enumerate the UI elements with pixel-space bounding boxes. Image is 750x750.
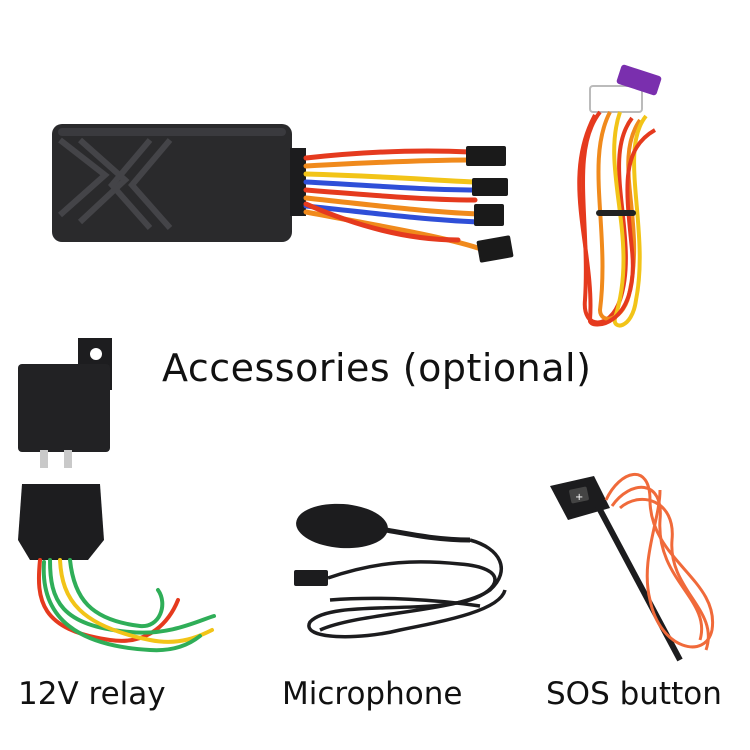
accessories-heading: Accessories (optional) — [162, 346, 592, 390]
microphone-image — [294, 503, 507, 639]
power-cable-harness — [577, 64, 662, 328]
tracker-wire-harness — [303, 148, 481, 251]
relay-caption: 12V relay — [18, 676, 166, 712]
gps-tracker-device — [52, 124, 306, 242]
sos-button-image: + — [550, 472, 715, 662]
sos-button-caption: SOS button — [546, 676, 722, 712]
relay-image — [18, 338, 216, 653]
sos-button-symbol: + — [575, 492, 583, 503]
microphone-caption: Microphone — [282, 676, 463, 712]
tracker-connectors — [466, 146, 514, 263]
